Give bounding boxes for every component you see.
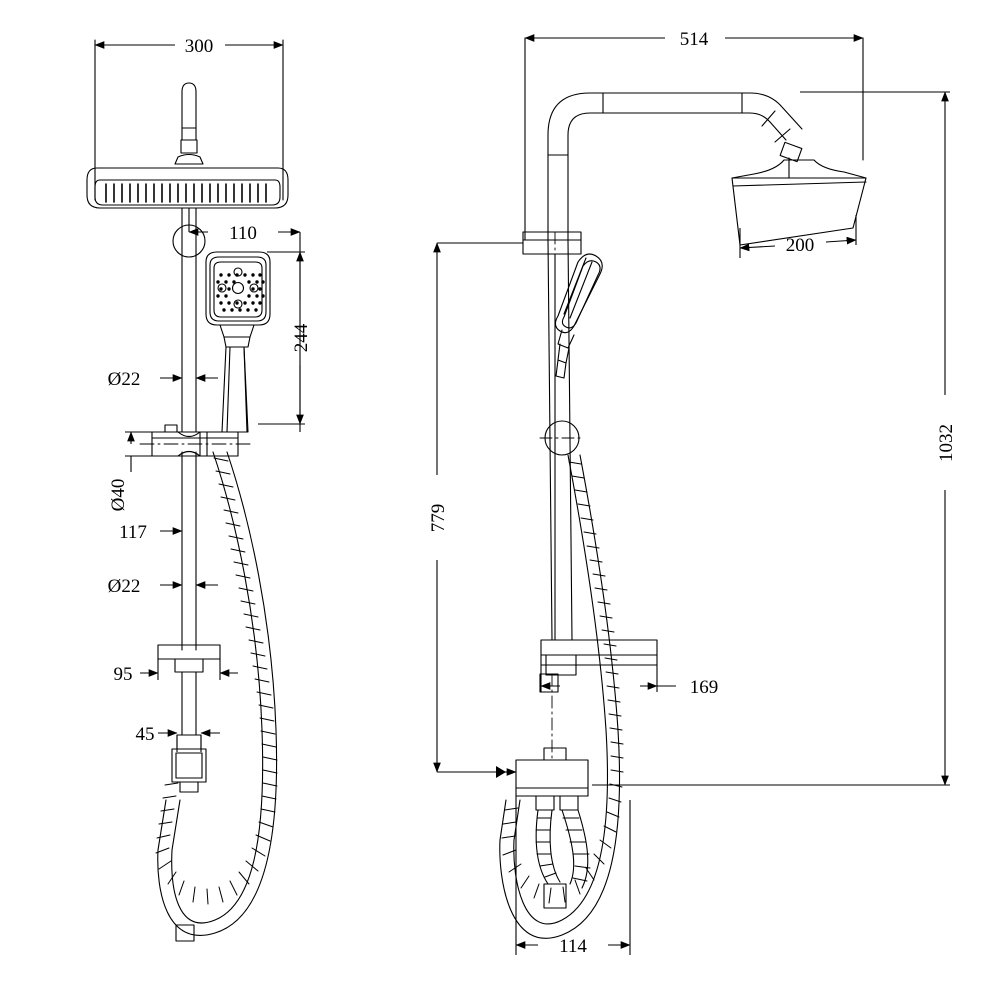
dim-label-side-width-514: 514: [680, 29, 709, 50]
dim-front-width-45: [158, 729, 220, 752]
dim-label-front-height-117: 117: [119, 522, 147, 543]
flexible-hose-front: [155, 451, 278, 942]
dim-label-side-height-1032: 1032: [936, 424, 957, 462]
dim-label-side-width-200: 200: [786, 235, 815, 256]
dim-side-height-779: [433, 242, 523, 778]
dim-front-width-95: [140, 659, 238, 680]
dim-label-front-height-244: 244: [291, 323, 312, 352]
dim-front-height-244: [258, 251, 305, 425]
riser-rail-side: [522, 231, 582, 641]
dim-label-side-height-779: 779: [428, 504, 449, 533]
mixer-body-side: [515, 673, 589, 811]
side-view-geometry: [499, 37, 867, 939]
diverter-body-front: [139, 424, 251, 457]
dim-label-side-width-169: 169: [690, 677, 719, 698]
dim-label-front-dia-22-top: Ø22: [108, 369, 141, 390]
dim-front-dia-40: [125, 431, 152, 472]
outlet-elbow-front: [171, 734, 207, 793]
dim-side-height-1032: [592, 91, 950, 786]
dim-label-front-width-300: 300: [185, 36, 214, 57]
hand-shower-front: [205, 251, 271, 433]
hand-shower-side: [554, 253, 603, 379]
dim-label-front-width-95: 95: [114, 664, 133, 685]
overhead-shower-head-front: [86, 167, 289, 209]
slide-rail-front: [181, 207, 197, 736]
dim-label-front-dia-40: Ø40: [108, 479, 129, 512]
overhead-shower-head-side: [731, 157, 867, 246]
front-view-geometry: [86, 39, 289, 942]
dim-side-width-200: [739, 215, 857, 258]
dim-label-side-width-114: 114: [559, 936, 587, 957]
dim-side-width-169: [540, 665, 676, 692]
dim-label-front-offset-110: 110: [229, 223, 257, 244]
shower-arm-front: [174, 82, 204, 165]
dim-side-width-114: [515, 796, 631, 955]
flexible-hose-side: [499, 454, 624, 939]
shelf-bracket-front: [157, 644, 221, 673]
shower-arm-side: [547, 92, 803, 241]
dim-label-front-dia-22-low: Ø22: [108, 576, 141, 597]
dim-label-front-width-45: 45: [136, 724, 155, 745]
